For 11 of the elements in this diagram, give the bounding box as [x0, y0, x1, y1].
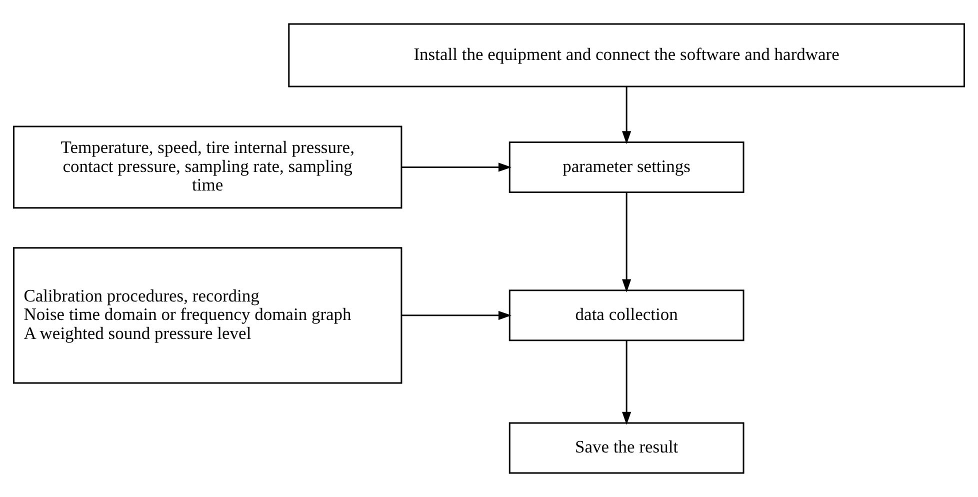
- node-box: Temperature, speed, tire internal pressure, contact pressure, sampling rate, sampling time: [13, 126, 402, 209]
- arrow: [622, 87, 632, 144]
- arrow: [402, 310, 512, 320]
- node-box: Install the equipment and connect the software and hardware: [288, 23, 965, 88]
- arrow: [622, 340, 632, 425]
- arrow: [402, 162, 512, 172]
- node-box: parameter settings: [508, 141, 744, 193]
- arrow: [622, 192, 632, 292]
- node-box: Save the result: [508, 422, 744, 474]
- node-box: Calibration procedures, recording Noise time domain or frequency domain graph A weighted sound pressure level: [13, 247, 402, 384]
- node-box: data collection: [508, 290, 744, 342]
